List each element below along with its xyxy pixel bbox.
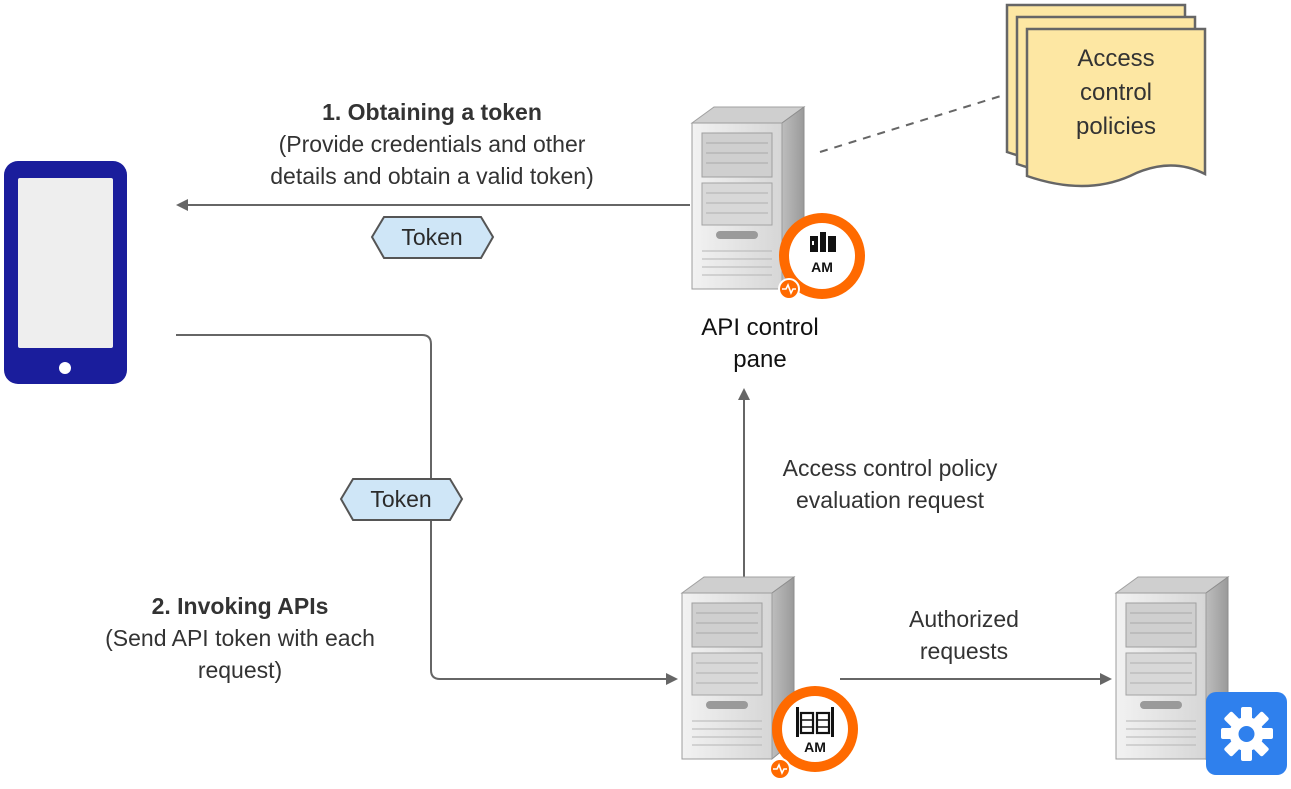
policy-doc-line2: control [1080,79,1152,106]
flow1-label: 1. Obtaining a token (Provide credential… [222,96,642,192]
policy-doc-line3: policies [1076,113,1156,140]
badge-top-text: AM [811,259,833,275]
gear-icon [1206,692,1287,775]
authorized-line2: requests [919,638,1009,664]
control-pane-line1: API control [701,314,819,341]
token-tag-bottom: Token [339,478,464,521]
flow1-title: 1. Obtaining a token [322,99,542,125]
token-tag-top: Token [370,216,495,259]
policy-link-dashed [819,94,1005,153]
mobile-phone-icon [4,161,127,384]
flow2-line1: (Send API token with each [105,625,375,651]
flow2-label: 2. Invoking APIs (Send API token with ea… [58,590,422,686]
saloon-doors-icon [796,707,834,737]
flow1-line1: (Provide credentials and other [278,131,586,157]
authorized-label: Authorized requests [874,603,1054,667]
am-badge-bottom: AM [769,686,858,780]
flow1-line2: details and obtain a valid token) [270,163,594,189]
policy-doc-line1: Access [1077,45,1154,72]
control-pane-line2: pane [733,346,787,373]
badge-bottom-text: AM [804,739,826,755]
policy-documents-icon: Access control policies [1005,3,1207,188]
authorized-line1: Authorized [909,606,1019,632]
microgateway-icon [810,232,836,252]
flow2-title: 2. Invoking APIs [151,593,329,619]
flow2-line2: request) [197,657,283,683]
policy-request-line2: evaluation request [796,487,984,513]
token-tag-top-label: Token [401,224,462,250]
token-tag-bottom-label: Token [370,486,431,512]
policy-request-label: Access control policy evaluation request [740,452,1040,516]
policy-request-line1: Access control policy [782,455,998,481]
control-pane-label: API control pane [660,312,860,376]
am-badge-top: AM [778,213,865,300]
